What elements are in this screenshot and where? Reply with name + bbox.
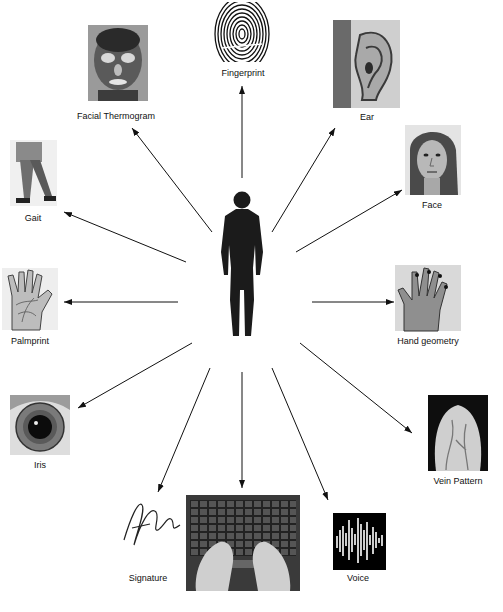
fingerprint-picture xyxy=(213,2,271,62)
biometric-node: Gait xyxy=(23,213,44,224)
biometric-label: Palmprint xyxy=(9,336,51,347)
biometric-node: Ear xyxy=(358,112,376,123)
vein-picture xyxy=(428,395,488,471)
keyboard-picture xyxy=(186,495,300,591)
gait-picture xyxy=(10,140,57,206)
biometric-label: Fingerprint xyxy=(219,68,266,79)
biometric-node: Signature xyxy=(127,573,170,584)
biometric-node: Facial Thermogram xyxy=(75,111,157,122)
biometric-label: Iris xyxy=(32,460,48,471)
biometric-node: Fingerprint xyxy=(219,68,266,79)
biometric-label: Signature xyxy=(127,573,170,584)
biometric-label: Gait xyxy=(23,213,44,224)
human-silhouette xyxy=(221,192,263,337)
biometric-node: Voice xyxy=(345,573,371,584)
biometric-node: Palmprint xyxy=(9,336,51,347)
biometric-label: Ear xyxy=(358,112,376,123)
biometric-node: Face xyxy=(420,200,444,211)
voice-waveform xyxy=(333,513,386,570)
ear-picture xyxy=(333,20,400,108)
biometric-label: Hand geometry xyxy=(395,336,461,347)
thermogram-picture xyxy=(88,25,148,101)
biometric-node: Hand geometry xyxy=(395,336,461,347)
palmprint-picture xyxy=(2,268,58,330)
radial-arrows xyxy=(64,86,412,500)
face-picture xyxy=(405,125,461,195)
biometric-node: Vein Pattern xyxy=(431,476,484,487)
hand-geometry-picture xyxy=(395,265,461,331)
iris-picture xyxy=(10,395,70,455)
biometric-node: Iris xyxy=(32,460,48,471)
signature-picture xyxy=(124,504,180,545)
biometric-label: Vein Pattern xyxy=(431,476,484,487)
biometric-label: Voice xyxy=(345,573,371,584)
biometric-label: Facial Thermogram xyxy=(75,111,157,122)
biometric-label: Face xyxy=(420,200,444,211)
